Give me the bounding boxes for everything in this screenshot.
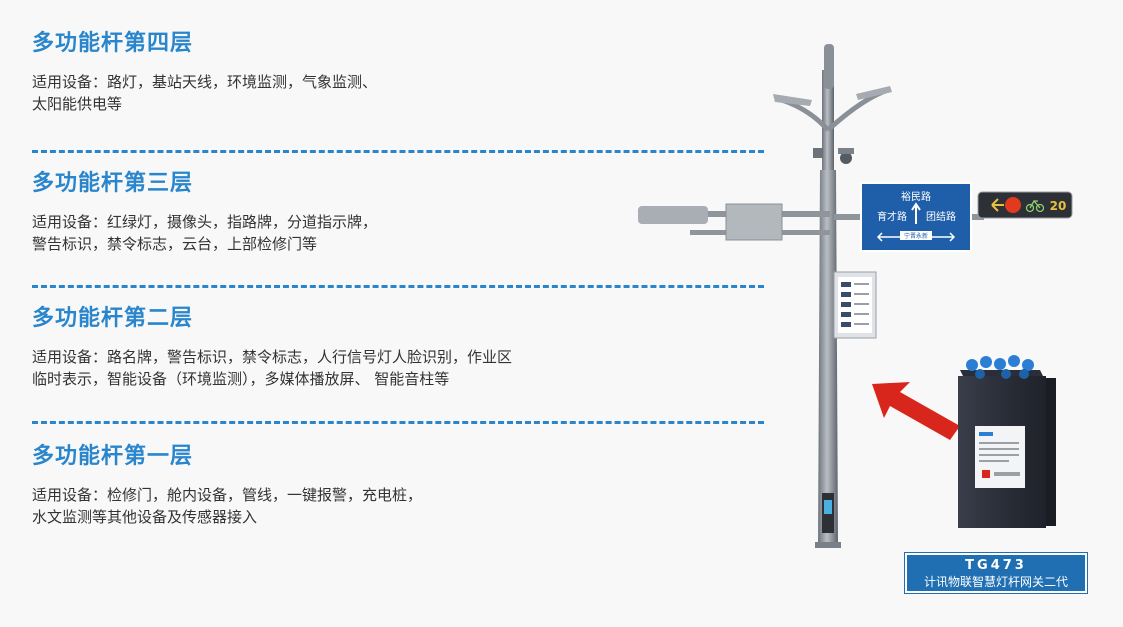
layer-1-desc-line-2: 水文监测等其他设备及传感器接入 — [32, 508, 258, 526]
layer-1-desc-line-1: 适用设备：检修门，舱内设备，管线，一键报警，充电桩， — [32, 486, 423, 504]
layer-4-desc-line-2: 太阳能供电等 — [32, 95, 123, 113]
road-sign-right-label: 团结路 — [926, 210, 956, 223]
road-sign: 裕民路 育才路 团结路 宁晋永新 — [860, 182, 972, 252]
pointer-arrow-icon — [872, 382, 960, 440]
layer-3-desc-line-2: 警告标识，禁令标志，云台，上部检修门等 — [32, 235, 318, 253]
device-model-label: TG473 — [965, 558, 1027, 573]
traffic-light: 20 — [977, 191, 1073, 219]
layer-2-section: 多功能杆第二层 适用设备：路名牌，警告标识，禁令标志，人行信号灯人脸识别，作业区… — [32, 306, 772, 390]
layer-2-desc-line-1: 适用设备：路名牌，警告标识，禁令标志，人行信号灯人脸识别，作业区 — [32, 348, 513, 366]
layer-4-section: 多功能杆第四层 适用设备：路灯，基站天线，环境监测，气象监测、 太阳能供电等 — [32, 31, 772, 115]
street-lamp — [773, 86, 892, 132]
road-sign-left-label: 育才路 — [877, 210, 907, 223]
layer-2-description: 适用设备：路名牌，警告标识，禁令标志，人行信号灯人脸识别，作业区 临时表示，智能… — [32, 346, 772, 390]
road-sign-top-label: 裕民路 — [901, 190, 931, 203]
layer-1-section: 多功能杆第一层 适用设备：检修门，舱内设备，管线，一键报警，充电桩， 水文监测等… — [32, 444, 772, 528]
device-caption-box: TG473 计讯物联智慧灯杆网关二代 — [904, 552, 1088, 594]
layer-3-title: 多功能杆第三层 — [32, 171, 194, 196]
left-cross-arm — [638, 203, 830, 241]
antenna-icon — [824, 44, 834, 89]
layer-3-description: 适用设备：红绿灯，摄像头，指路牌，分道指示牌， 警告标识，禁令标志，云台，上部检… — [32, 211, 772, 255]
layer-1-description: 适用设备：检修门，舱内设备，管线，一键报警，充电桩， 水文监测等其他设备及传感器… — [32, 484, 772, 528]
smart-pole-illustration: 裕民路 育才路 团结路 宁晋永新 20 — [638, 44, 1073, 548]
device-connectors — [966, 355, 1034, 379]
gateway-device — [958, 355, 1056, 528]
layer-2-desc-line-2: 临时表示，智能设备（环境监测），多媒体播放屏、 智能音柱等 — [32, 370, 450, 388]
camera-icon — [813, 148, 854, 164]
layer-2-title: 多功能杆第二层 — [32, 306, 194, 331]
countdown-display: 20 — [1050, 199, 1067, 213]
layer-4-desc-line-1: 适用设备：路灯，基站天线，环境监测，气象监测、 — [32, 73, 378, 91]
red-light-icon — [1005, 197, 1021, 213]
media-screen — [833, 271, 877, 339]
layer-3-desc-line-1: 适用设备：红绿灯，摄像头，指路牌，分道指示牌， — [32, 213, 378, 231]
arrow-up-icon — [911, 202, 921, 224]
layer-1-title: 多功能杆第一层 — [32, 444, 194, 469]
divider-dashed — [32, 421, 764, 424]
charging-panel — [822, 493, 834, 533]
divider-dashed — [32, 150, 764, 153]
arrow-left-icon — [991, 198, 1004, 212]
pole — [815, 70, 841, 548]
device-name-label: 计讯物联智慧灯杆网关二代 — [923, 575, 1068, 589]
layer-4-description: 适用设备：路灯，基站天线，环境监测，气象监测、 太阳能供电等 — [32, 71, 772, 115]
bicycle-icon — [1025, 199, 1045, 213]
layer-4-title: 多功能杆第四层 — [32, 31, 194, 56]
layer-3-section: 多功能杆第三层 适用设备：红绿灯，摄像头，指路牌，分道指示牌， 警告标识，禁令标… — [32, 171, 772, 255]
divider-dashed — [32, 285, 764, 288]
road-sign-bottom-label: 宁晋永新 — [904, 232, 928, 240]
